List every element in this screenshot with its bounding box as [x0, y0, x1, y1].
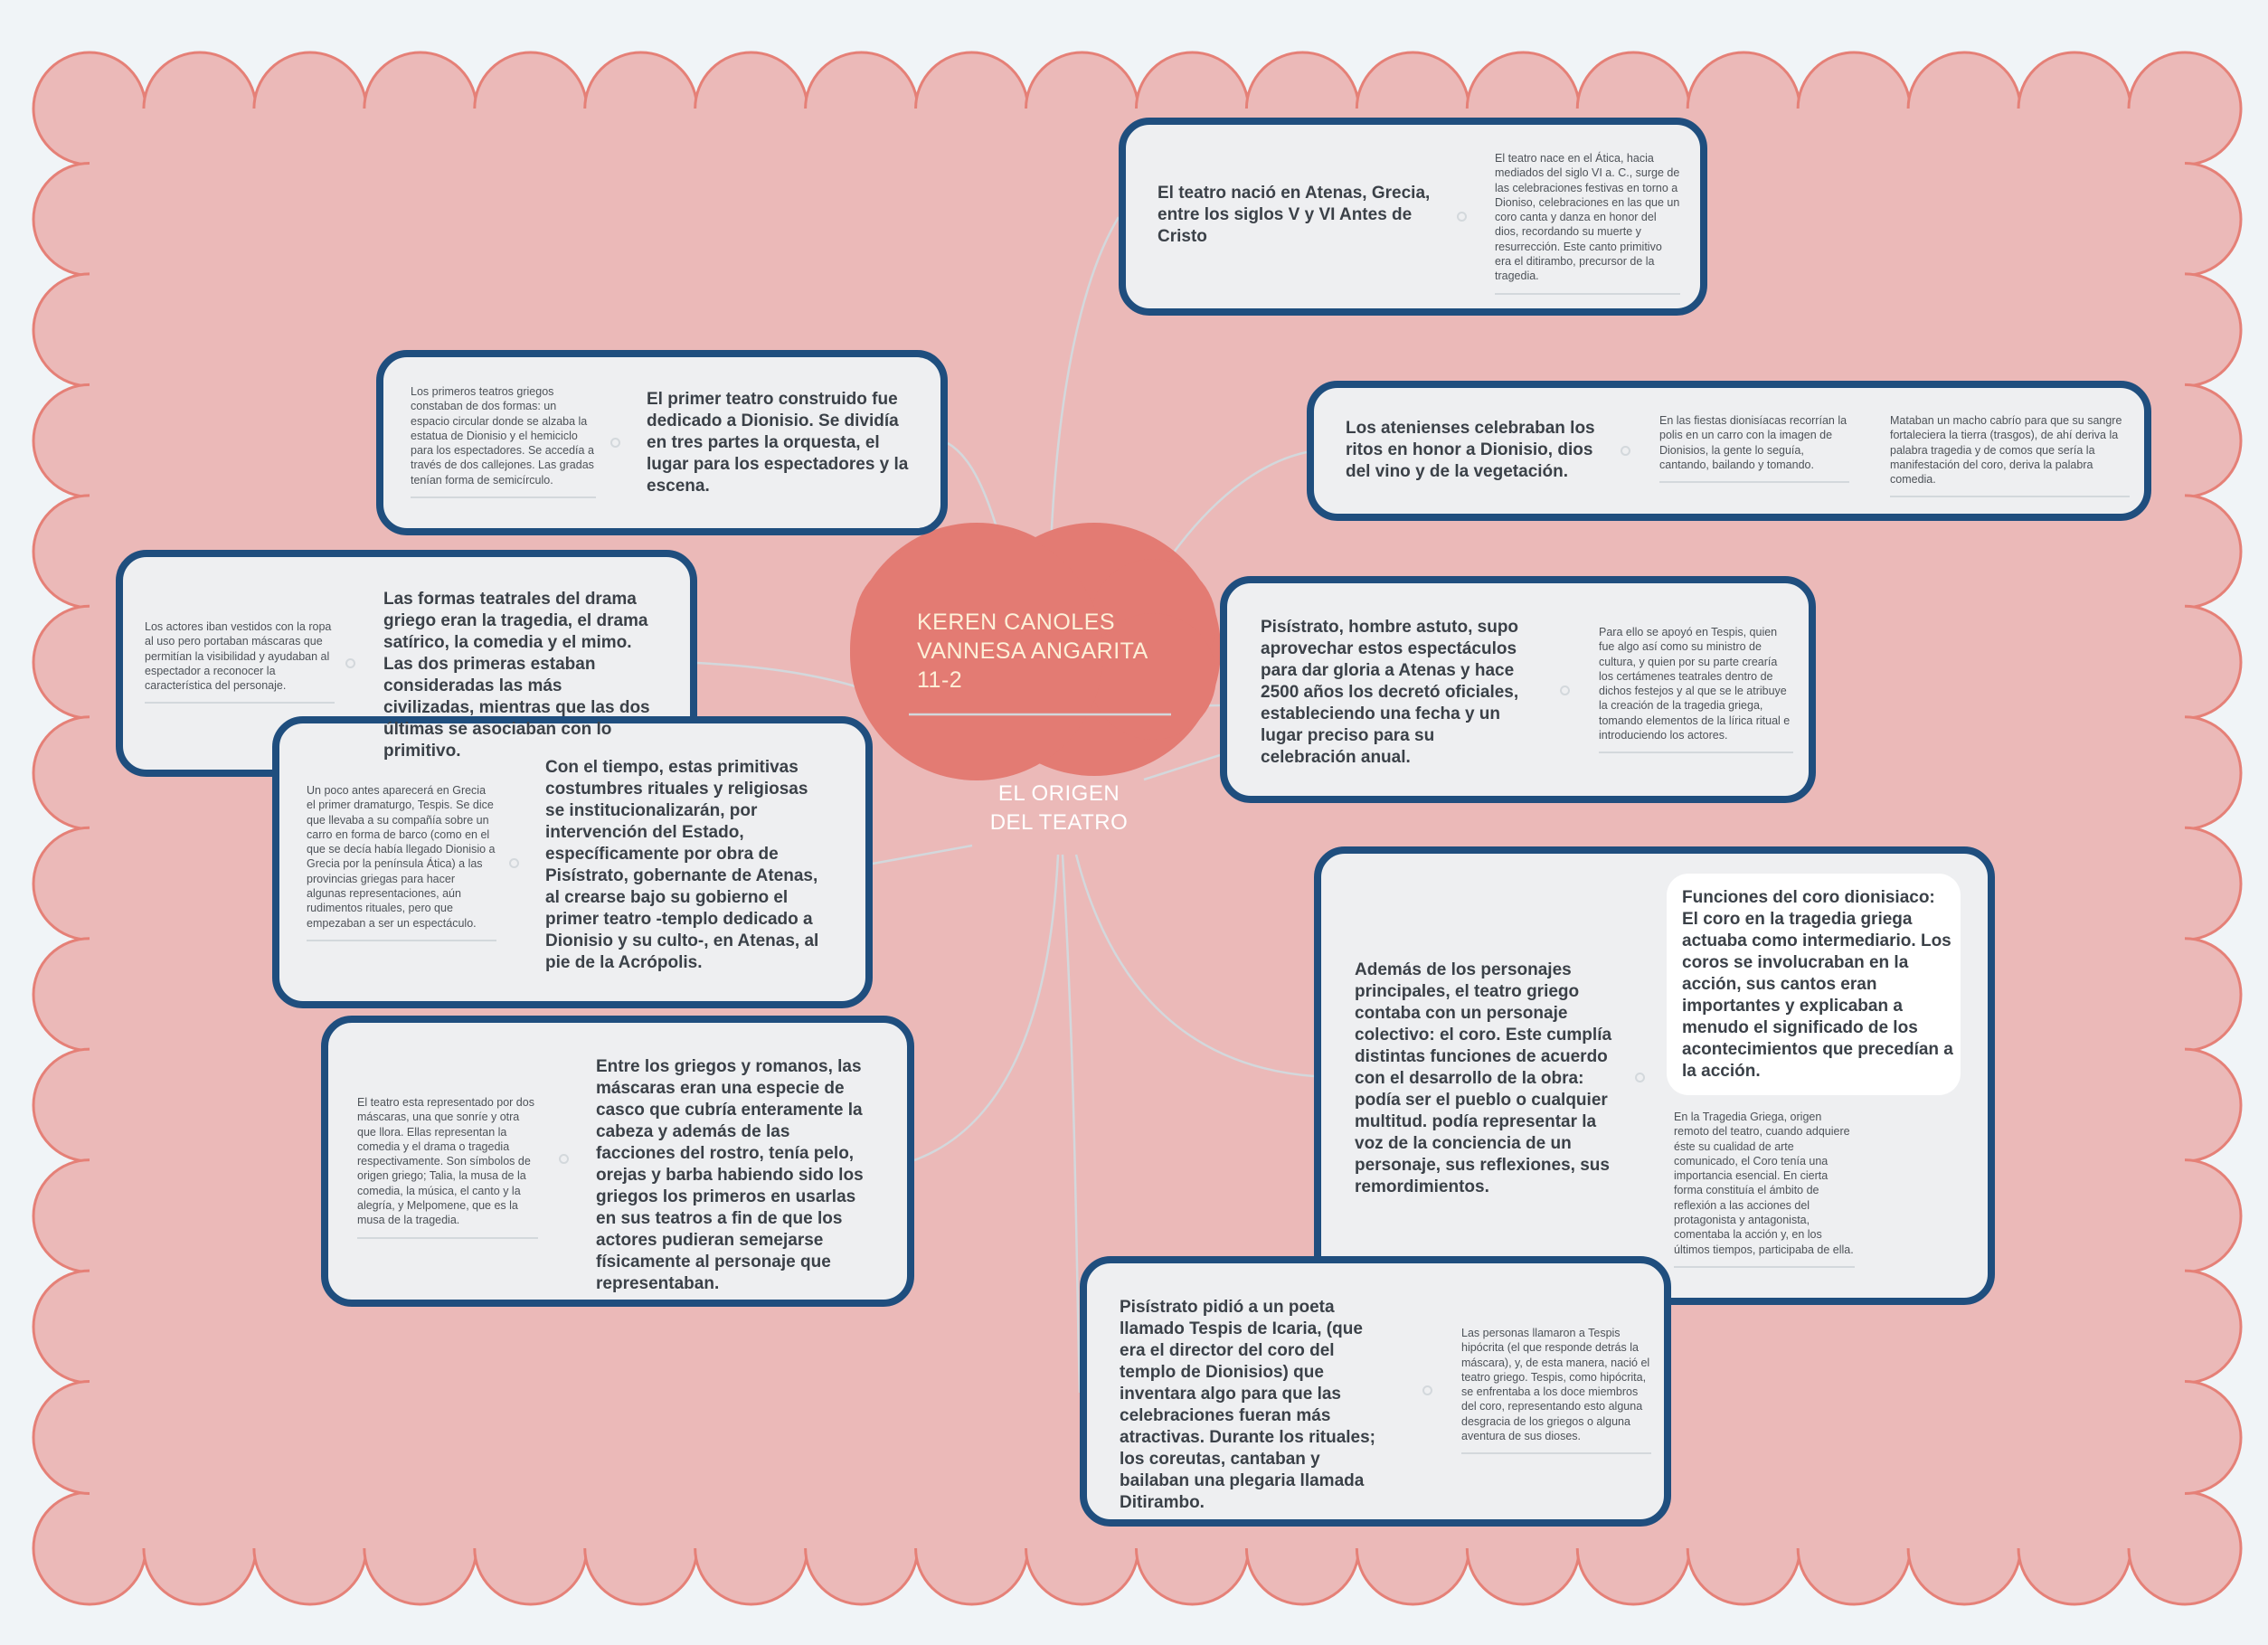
topic-box-pisistratus[interactable]: [1220, 576, 1816, 803]
topic-box-first-theatre[interactable]: [376, 350, 948, 535]
author-line: KEREN CANOLES: [917, 610, 1116, 635]
topic-detail-text: El teatro nace en el Ática, hacia mediad…: [1495, 151, 1680, 295]
group-label: 11-2: [917, 667, 963, 693]
connector-node: [345, 658, 355, 668]
connector-node: [1621, 446, 1630, 456]
topic-detail-text: Un poco antes aparecerá en Grecia el pri…: [307, 783, 496, 941]
connector-node: [1560, 685, 1570, 695]
chorus-functions-card[interactable]: [1667, 874, 1961, 1095]
topic-detail-text: Mataban un macho cabrío para que su sang…: [1890, 413, 2130, 498]
topic-main-text: Con el tiempo, estas primitivas costumbr…: [545, 758, 819, 972]
topic-detail-text: En las fiestas dionisíacas recorrían la …: [1659, 413, 1849, 484]
topic-detail-text: Los actores iban vestidos con la ropa al…: [145, 619, 335, 704]
topic-main-text: Además de los personajes principales, el…: [1355, 960, 1612, 1196]
topic-detail-text: Los primeros teatros griegos constaban d…: [411, 384, 596, 499]
connector-node: [1422, 1385, 1432, 1395]
topic-box-tespis[interactable]: [1080, 1256, 1671, 1527]
topic-box-masks[interactable]: [321, 1016, 914, 1307]
connector-node: [610, 438, 620, 448]
connector-node: [559, 1154, 569, 1164]
author-line: VANNESA ANGARITA: [917, 638, 1148, 664]
topic-detail-text: Las personas llamaron a Tespis hipócrita…: [1461, 1326, 1651, 1455]
topic-main-text: Los atenienses celebraban los ritos en h…: [1346, 419, 1595, 481]
topic-main-text: Pisístrato pidió a un poeta llamado Tesp…: [1120, 1298, 1375, 1512]
topic-detail-text: En la Tragedia Griega, origen remoto del…: [1674, 1110, 1855, 1268]
topic-box-institutionalization[interactable]: [272, 716, 873, 1008]
connector-node: [509, 858, 519, 868]
central-node-authors[interactable]: KEREN CANOLES VANNESA ANGARITA 11-2: [917, 608, 1148, 695]
topic-detail-text: Para ello se apoyó en Tespis, quien fue …: [1599, 625, 1793, 754]
connector-node: [1457, 212, 1467, 222]
title-line: DEL TEATRO: [989, 810, 1129, 835]
topic-main-text: Pisístrato, hombre astuto, supo aprovech…: [1261, 618, 1519, 767]
topic-main-text: El primer teatro construido fue dedicado…: [647, 390, 909, 496]
central-topic-title[interactable]: EL ORIGEN DEL TEATRO: [969, 780, 1149, 837]
chorus-functions-text: Funciones del coro dionisiaco: El coro e…: [1682, 888, 1953, 1081]
topic-box-origin-athens[interactable]: [1119, 118, 1707, 316]
connector-node: [1635, 1073, 1645, 1082]
central-cloud: [850, 523, 1221, 780]
topic-main-text: El teatro nació en Atenas, Grecia, entre…: [1158, 184, 1431, 246]
topic-detail-text: El teatro esta representado por dos másc…: [357, 1095, 538, 1239]
title-line: EL ORIGEN: [997, 781, 1120, 806]
topic-main-text: Las formas teatrales del drama griego er…: [383, 590, 650, 761]
topic-main-text: Entre los griegos y romanos, las máscara…: [596, 1057, 864, 1293]
